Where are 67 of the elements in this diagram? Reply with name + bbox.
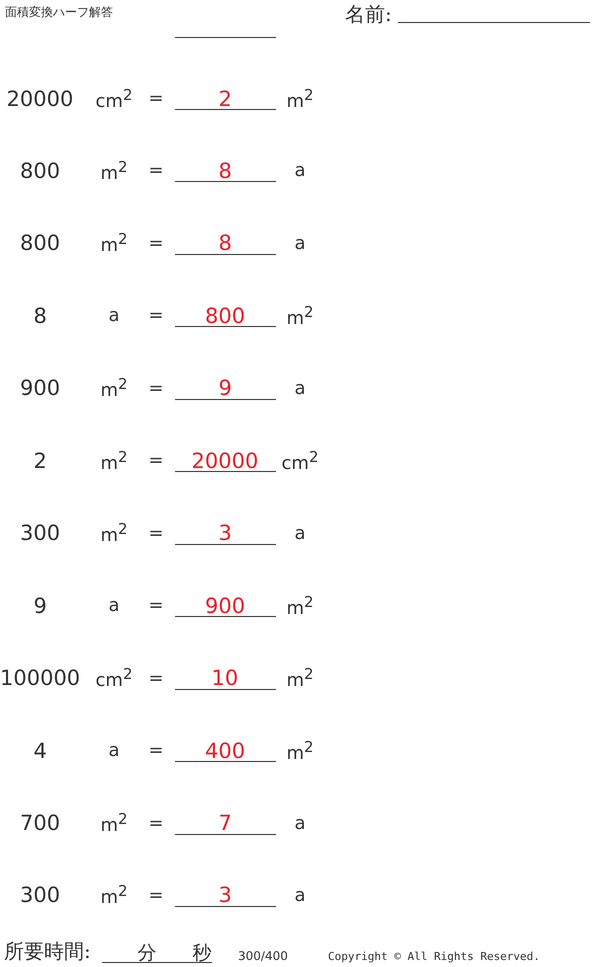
answer: 2	[218, 88, 232, 110]
unit: m$^{2}$	[100, 450, 128, 473]
unit: m$^{2}$	[286, 667, 314, 690]
unit: m$^{2}$	[286, 304, 314, 328]
number: 800	[20, 233, 60, 254]
worksheet-title: 面積変換ハーフ解答	[5, 6, 113, 18]
equals-sign: =	[148, 524, 164, 543]
unit: cm$^{2}$	[96, 88, 132, 110]
answer: 3	[218, 523, 232, 544]
equals-sign: =	[148, 380, 164, 398]
answer: 9	[218, 378, 232, 400]
unit: m$^{2}$	[286, 88, 314, 110]
number: 900	[20, 378, 60, 400]
unit: m$^{2}$	[100, 377, 128, 400]
time-label: 所要時間:	[4, 941, 91, 961]
unit: m$^{2}$	[100, 812, 128, 835]
number: 9	[34, 596, 47, 617]
number: 300	[20, 523, 60, 544]
equals-sign: =	[148, 670, 164, 688]
equals-sign: =	[148, 162, 164, 180]
number: 700	[20, 813, 60, 834]
unit: a	[294, 814, 306, 832]
copyright-notice: Copyright © All Rights Reserved.	[328, 951, 540, 962]
name-label: 名前:	[345, 4, 392, 24]
unit: a	[294, 234, 306, 253]
answer: 7	[218, 813, 232, 834]
answer: 800	[205, 306, 246, 327]
unit: m$^{2}$	[100, 160, 128, 183]
unit: a	[294, 524, 306, 543]
minute-label: 分	[138, 944, 156, 962]
answer: 3	[218, 885, 232, 906]
unit: m$^{2}$	[100, 232, 128, 256]
equals-sign: =	[148, 886, 164, 905]
number: 2	[34, 450, 47, 472]
unit: m$^{2}$	[286, 594, 314, 618]
unit: a	[294, 380, 306, 398]
unit: a	[108, 597, 120, 616]
unit: a	[108, 307, 120, 326]
answer: 20000	[192, 450, 258, 472]
equals-sign: =	[148, 307, 164, 326]
equals-sign: =	[148, 452, 164, 470]
answer: 400	[205, 740, 246, 762]
page-number: 300/400	[238, 950, 288, 962]
unit: m$^{2}$	[100, 884, 128, 908]
equals-sign: =	[148, 742, 164, 760]
unit: a	[294, 162, 306, 180]
number: 100000	[0, 668, 80, 690]
answer: 900	[205, 596, 246, 617]
equals-sign: =	[148, 90, 164, 108]
second-label: 秒	[192, 944, 212, 962]
answer: 10	[212, 668, 238, 690]
unit: cm$^{2}$	[282, 450, 318, 473]
number: 4	[34, 740, 47, 762]
unit: a	[108, 742, 120, 760]
unit: m$^{2}$	[100, 522, 128, 546]
equals-sign: =	[148, 814, 164, 832]
answer: 8	[218, 233, 232, 254]
unit: a	[294, 886, 306, 905]
number: 800	[20, 160, 60, 182]
answer: 8	[218, 160, 232, 182]
equals-sign: =	[148, 234, 164, 253]
number: 300	[20, 885, 60, 906]
unit: m$^{2}$	[286, 740, 314, 763]
unit: cm$^{2}$	[96, 667, 132, 690]
number: 8	[34, 306, 47, 327]
number: 20000	[6, 88, 74, 110]
equals-sign: =	[148, 597, 164, 616]
